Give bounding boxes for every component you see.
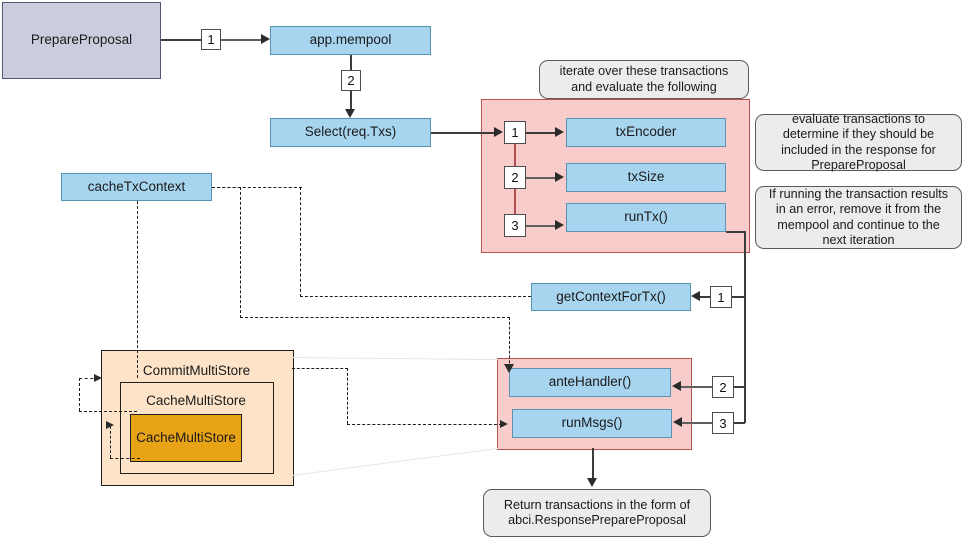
edge-step1-to-txencoder [526, 132, 558, 134]
arrow-into-mempool [261, 34, 270, 44]
arrow-into-getcontext [691, 291, 700, 301]
step-label-3-runmsgs: 3 [712, 412, 734, 434]
step-label-1-mempool: 1 [201, 29, 221, 50]
dashed-cachetx-right-far [212, 187, 241, 188]
edge-runtx-down-spine [744, 232, 746, 297]
edge-step3-to-runtx [526, 225, 558, 227]
arrow-into-commitmultistore [94, 374, 102, 382]
arrow-into-loop-step1 [494, 127, 503, 137]
dashed-inner-store-leg [110, 458, 140, 459]
arrow-into-txencoder [555, 127, 564, 137]
arrow-into-txsize [555, 172, 564, 182]
edge-getcontext-inbound [700, 296, 710, 298]
node-select-req-txs[interactable]: Select(req.Txs) [270, 118, 431, 147]
edge-mempool-to-select-a [350, 55, 352, 70]
dashed-inner-store-riser [110, 426, 111, 458]
dashed-cachetx-right [212, 187, 302, 188]
edge-step1-step2 [514, 144, 516, 166]
callout-evaluate-transactions: evaluate transactions to determine if th… [755, 112, 962, 172]
arrow-into-return [587, 478, 597, 487]
arrow-into-antehandler-right [672, 381, 681, 391]
arrow-into-runtx [555, 220, 564, 230]
callout-return-transactions: Return transactions in the form of abci.… [483, 489, 711, 537]
edge-prepare-to-mempool-b [221, 39, 263, 41]
node-tx-size[interactable]: txSize [566, 163, 726, 192]
guide-line-top [291, 357, 498, 361]
dashed-far-across [240, 317, 510, 318]
arrow-into-cachemultistore-inner [106, 421, 114, 429]
dashed-store-to-runmsgs [347, 424, 502, 425]
edge-select-to-loop [431, 132, 497, 134]
edge-step2-step3 [514, 189, 516, 214]
step-label-2-select: 2 [341, 70, 361, 91]
edge-runtx-right-stub [726, 231, 746, 233]
edge-spine-to-step2 [734, 386, 745, 388]
edge-to-return [592, 448, 594, 481]
dashed-to-getcontext-left [300, 296, 531, 297]
node-run-tx[interactable]: runTx() [566, 203, 726, 232]
step-label-1-txencoder: 1 [504, 121, 526, 144]
callout-error-handling: If running the transaction results in an… [755, 186, 962, 249]
dashed-store-top-riser [79, 378, 80, 411]
node-run-msgs[interactable]: runMsgs() [512, 409, 672, 438]
edge-spine-to-steps [744, 297, 746, 423]
step-label-2-antehandler: 2 [712, 376, 734, 398]
guide-line-bottom [291, 447, 499, 476]
edge-prepare-to-mempool-a [161, 39, 201, 41]
edge-step2-to-txsize [526, 177, 558, 179]
dashed-store-right [292, 368, 348, 369]
label-commit-multi-store: CommitMultiStore [142, 363, 251, 378]
node-app-mempool[interactable]: app.mempool [270, 26, 431, 55]
edge-spine-to-step3 [734, 422, 745, 424]
node-cache-multi-store-inner[interactable]: CacheMultiStore [130, 414, 242, 462]
dashed-store-right-down [347, 368, 348, 424]
arrow-into-runmsgs-right [673, 417, 682, 427]
step-label-3-runtx: 3 [504, 214, 526, 237]
node-get-context-for-tx[interactable]: getContextForTx() [531, 283, 691, 311]
dashed-far-down [240, 187, 241, 318]
dashed-store-top-in [79, 378, 99, 379]
step-label-1-getcontext: 1 [710, 286, 732, 308]
dashed-far-into-pink [509, 317, 510, 368]
edge-step2-to-antehandler [681, 386, 712, 388]
edge-mempool-to-select-b [350, 91, 352, 112]
node-tx-encoder[interactable]: txEncoder [566, 118, 726, 147]
step-label-2-txsize: 2 [504, 166, 526, 189]
callout-iterate: iterate over these transactions and eval… [539, 60, 749, 99]
edge-step1-to-getcontext [732, 296, 745, 298]
node-cache-tx-context[interactable]: cacheTxContext [61, 173, 212, 201]
node-prepare-proposal[interactable]: PrepareProposal [2, 2, 161, 79]
arrow-into-select [345, 109, 355, 118]
arrow-into-runmsgs-left [500, 420, 508, 428]
dashed-store-top-leg [79, 411, 137, 412]
node-ante-handler[interactable]: anteHandler() [509, 368, 671, 397]
dashed-cachetx-down-store [137, 201, 138, 378]
label-cache-multi-store-outer: CacheMultiStore [146, 393, 246, 408]
arrow-into-antehandler [504, 364, 514, 373]
edge-step3-to-runmsgs [682, 422, 712, 424]
dashed-cachetx-down-296 [300, 187, 301, 297]
